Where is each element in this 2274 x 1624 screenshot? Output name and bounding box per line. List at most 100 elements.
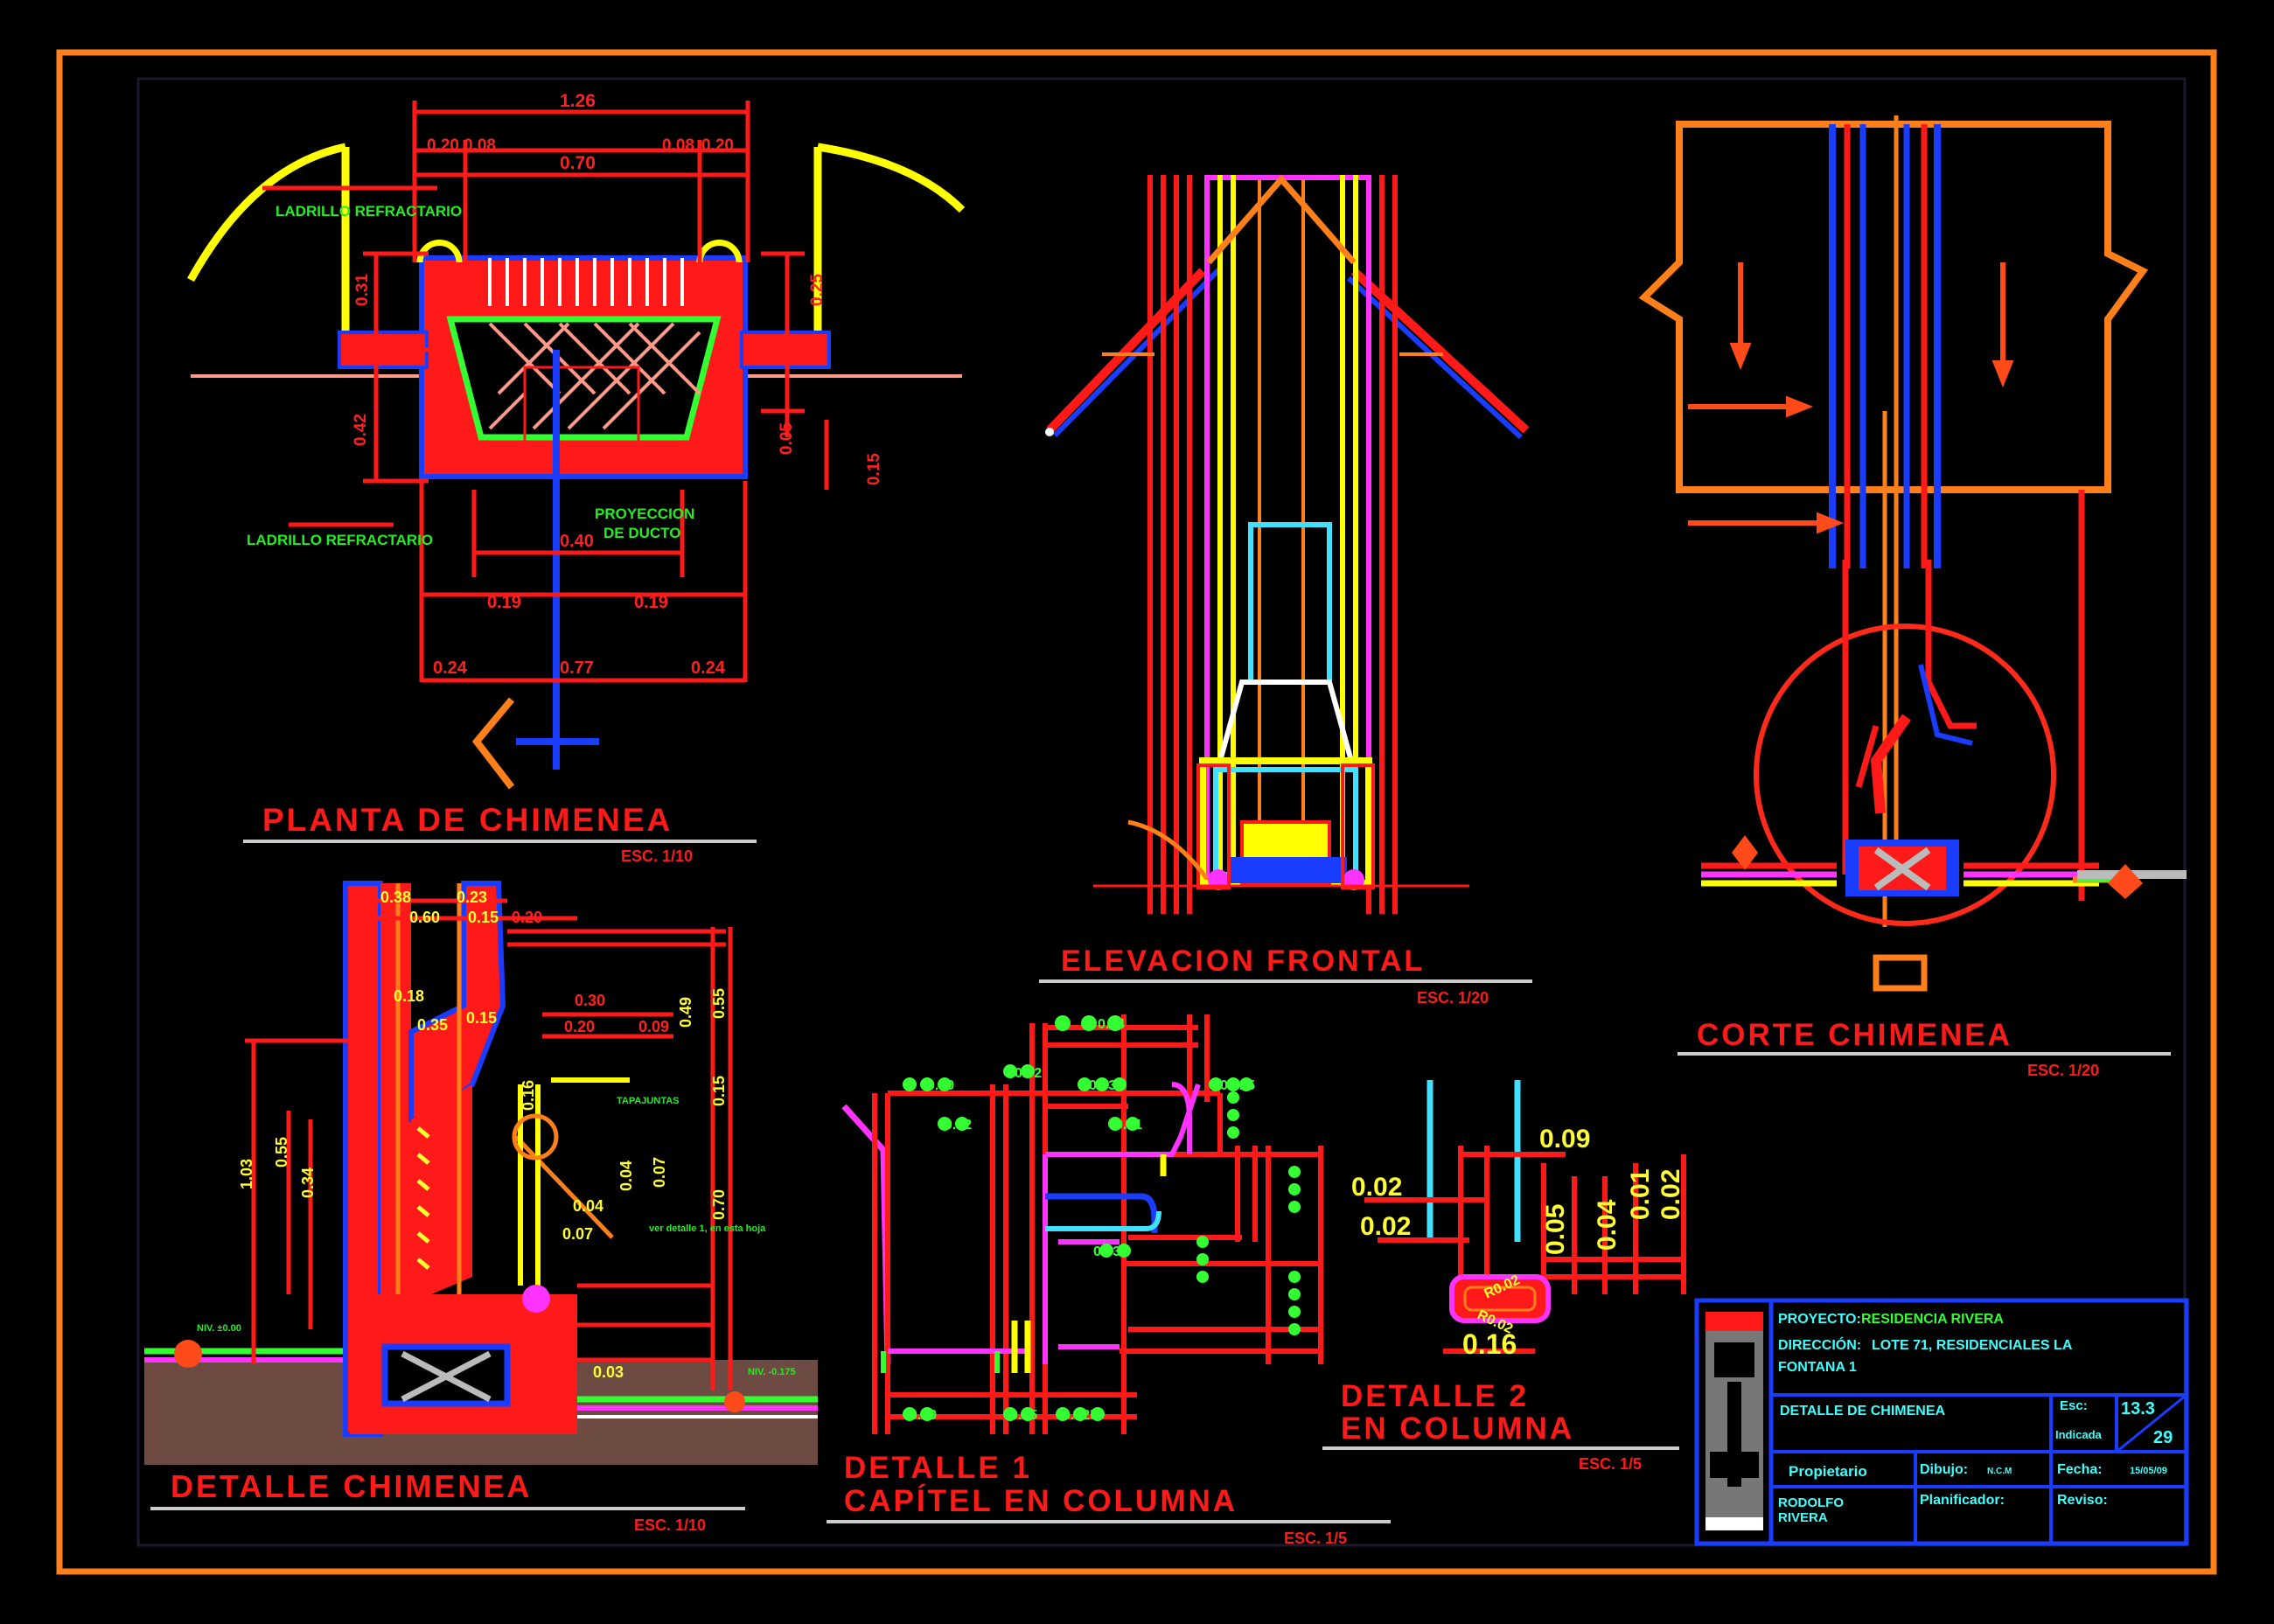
tb-direccion-label: DIRECCIÓN:: [1778, 1336, 1861, 1353]
detalle2-title-1: DETALLE 2: [1341, 1379, 1529, 1413]
corte-title: CORTE CHIMENEA: [1697, 1018, 2012, 1052]
tb-fecha-value: 15/05/09: [2130, 1466, 2167, 1476]
det-d015b: 0.15: [466, 1009, 497, 1027]
det-d015a: 0.15: [468, 909, 499, 926]
tb-propietario-value2: RIVERA: [1778, 1510, 1828, 1525]
d1-e: 0.025: [1220, 1078, 1255, 1093]
det-d055a: 0.55: [710, 988, 728, 1019]
d2-d002a: 0.02: [1351, 1173, 1402, 1202]
tb-proyecto-label: PROYECTO:: [1778, 1312, 1861, 1327]
dim-025: 0.25: [808, 274, 827, 306]
detalle1-drawing: [841, 1014, 1323, 1434]
det-d049: 0.49: [677, 997, 694, 1028]
corte-scale: ESC. 1/20: [2027, 1062, 2099, 1079]
det-ver-detalle: ver detalle 1, en esta hoja: [649, 1223, 766, 1234]
d2-d001: 0.01: [1626, 1169, 1655, 1220]
det-d003: 0.03: [593, 1363, 624, 1381]
dim-008b: 0.08: [662, 136, 694, 155]
tb-dibujo-label: Dibujo:: [1920, 1462, 1968, 1477]
detalle2-drawing: [1364, 1080, 1686, 1354]
planta-title: PLANTA DE CHIMENEA: [262, 802, 673, 838]
det-d035: 0.35: [417, 1016, 448, 1034]
planta-drawing: [187, 101, 966, 790]
det-nivel-izq: NIV. ±0.00: [197, 1323, 241, 1334]
tb-fecha-label: Fecha:: [2057, 1462, 2103, 1477]
tb-proyecto-value: RESIDENCIA RIVERA: [1861, 1312, 2004, 1327]
elevacion-title: ELEVACION FRONTAL: [1061, 944, 1425, 978]
dim-077: 0.77: [560, 659, 594, 678]
dim-042: 0.42: [352, 414, 370, 446]
dim-020b: 0.20: [701, 136, 734, 155]
inner-frame: [136, 77, 2187, 1547]
det-d007b: 0.07: [562, 1225, 593, 1243]
dim-008a: 0.08: [464, 136, 496, 155]
det-d038: 0.38: [380, 889, 411, 906]
d1-i: 0.10: [910, 1408, 937, 1423]
detalle2-scale: ESC. 1/5: [1579, 1455, 1642, 1473]
planta-scale: ESC. 1/10: [621, 847, 693, 865]
d1-j: 0.05: [1010, 1408, 1037, 1423]
det-d016: 0.16: [520, 1080, 537, 1111]
det-d015c: 0.15: [710, 1076, 728, 1106]
d2-d002c: 0.02: [1657, 1169, 1685, 1220]
detalle-drawing: [144, 881, 818, 1465]
d1-g: 0.01: [1115, 1118, 1142, 1133]
detalle1-scale: ESC. 1/5: [1284, 1530, 1347, 1547]
detalle-scale: ESC. 1/10: [634, 1516, 706, 1534]
dim-024b: 0.24: [691, 659, 726, 678]
det-d103: 1.03: [238, 1159, 255, 1189]
dim-020a: 0.20: [427, 136, 459, 155]
detalle-title: DETALLE CHIMENEA: [171, 1468, 532, 1504]
detalle2-title-2: EN COLUMNA: [1341, 1411, 1574, 1446]
corte-drawing: [1638, 115, 2187, 992]
dim-024a: 0.24: [433, 659, 468, 678]
detalle1-title-2: CAPÍTEL EN COLUMNA: [844, 1483, 1238, 1518]
d2-d004: 0.04: [1593, 1199, 1622, 1251]
d2-d002b: 0.02: [1360, 1212, 1411, 1241]
d1-d: 0.02: [1015, 1066, 1042, 1081]
tb-sheet-title: DETALLE DE CHIMENEA: [1780, 1404, 1945, 1418]
d1-h: 0.03: [1093, 1244, 1120, 1259]
det-tapajuntas: TAPAJUNTAS: [617, 1096, 680, 1106]
det-d009: 0.09: [638, 1018, 669, 1035]
tb-dibujo-value: N.C.M: [1987, 1467, 2012, 1476]
d2-d009: 0.09: [1539, 1125, 1590, 1154]
dim-040: 0.40: [560, 532, 594, 551]
outer-frame: [56, 49, 2217, 1575]
det-d004: 0.04: [617, 1160, 635, 1191]
tb-direccion-value: LOTE 71, RESIDENCIALES LA: [1872, 1338, 2073, 1353]
det-d070: 0.70: [710, 1189, 728, 1220]
tb-sheet-no: 13.3: [2121, 1399, 2155, 1418]
dim-031: 0.31: [353, 274, 372, 306]
det-d004b: 0.04: [573, 1197, 603, 1215]
det-d055b: 0.55: [273, 1137, 290, 1167]
det-d023: 0.23: [457, 889, 487, 906]
dim-070: 0.70: [560, 153, 596, 173]
dim-019b: 0.19: [634, 593, 668, 612]
d2-d016: 0.16: [1462, 1328, 1517, 1360]
tb-planificador-label: Planificador:: [1920, 1493, 2005, 1508]
det-d018: 0.18: [394, 987, 424, 1005]
det-d034: 0.34: [299, 1167, 317, 1198]
det-nivel-der: NIV. -0.175: [748, 1367, 796, 1377]
det-d020b: 0.20: [564, 1018, 595, 1035]
d1-b: 0.10: [927, 1078, 954, 1093]
dim-019a: 0.19: [487, 593, 521, 612]
detalle1-title-1: DETALLE 1: [844, 1451, 1032, 1485]
planta-ladrillo-bottom: LADRILLO REFRACTARIO: [247, 532, 433, 548]
planta-proyeccion-2: DE DUCTO: [603, 525, 680, 541]
tb-direccion-value2: FONTANA 1: [1778, 1360, 1857, 1375]
tb-esc-label: Esc:: [2060, 1398, 2088, 1413]
tb-esc-value: Indicada: [2055, 1428, 2103, 1441]
det-d007a: 0.07: [651, 1157, 668, 1188]
d1-c: 0.03: [1089, 1078, 1116, 1093]
d2-d005: 0.05: [1541, 1204, 1570, 1255]
dim-015: 0.15: [865, 453, 883, 485]
det-d060: 0.60: [409, 909, 440, 926]
d1-a: 0.04: [1098, 1017, 1125, 1032]
det-d030: 0.30: [575, 992, 605, 1009]
planta-proyeccion-1: PROYECCION: [595, 505, 694, 522]
tb-propietario-label: Propietario: [1789, 1463, 1867, 1480]
det-d020a: 0.20: [512, 909, 542, 926]
dim-005: 0.05: [778, 422, 796, 455]
